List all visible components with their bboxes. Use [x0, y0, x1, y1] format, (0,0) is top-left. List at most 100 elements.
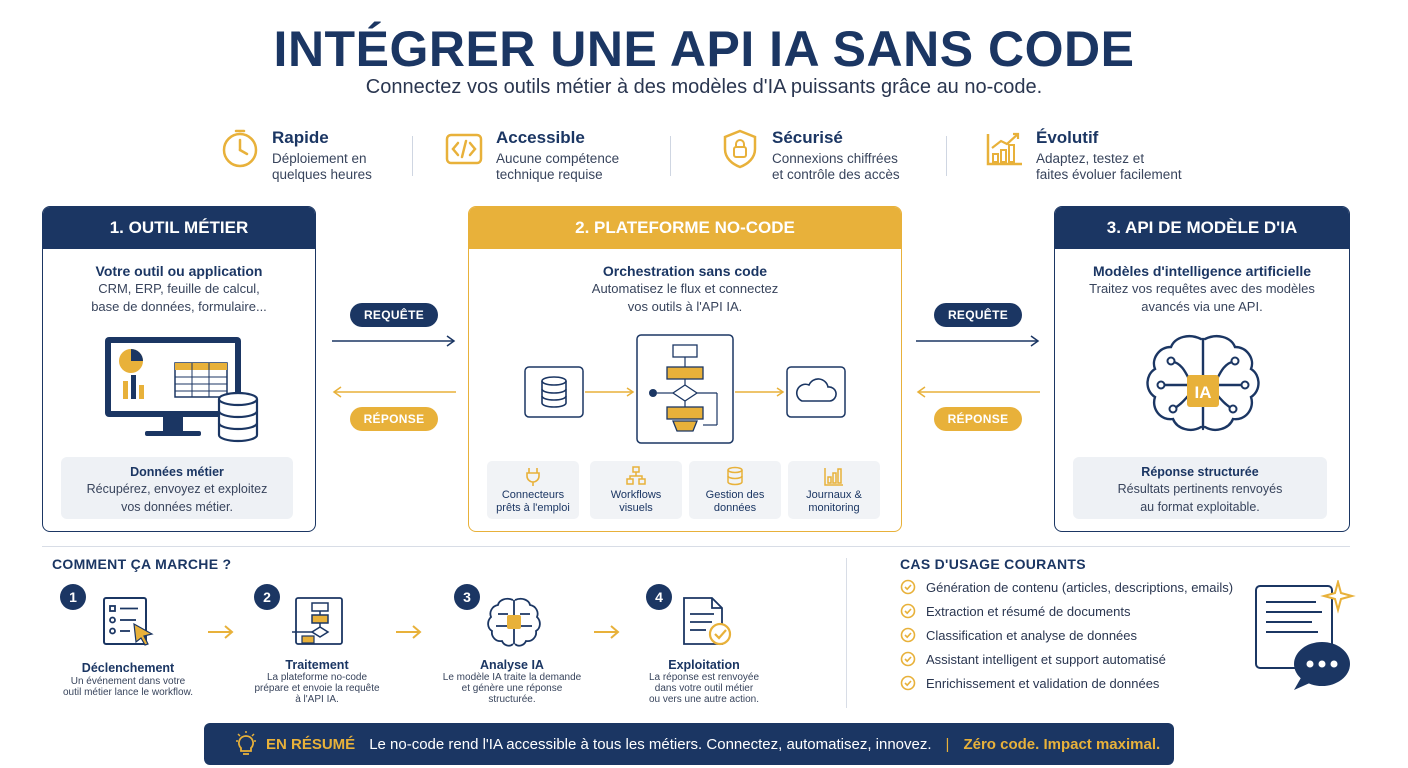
request-pill: REQUÊTE: [934, 303, 1022, 327]
panel-plateforme-no-code: 2. PLATEFORME NO-CODE Orchestration sans…: [468, 206, 902, 532]
clock-icon: [222, 129, 258, 168]
panel-desc: Traitez vos requêtes avec des modèles: [1089, 281, 1315, 296]
panel-desc: avancés via une API.: [1141, 299, 1263, 314]
tile-label: Journaux &: [806, 489, 862, 501]
feature-desc: Déploiement en: [272, 151, 367, 166]
arrow-left-icon: [916, 386, 1040, 398]
how-title: COMMENT ÇA MARCHE ?: [52, 556, 232, 572]
feature-desc: quelques heures: [272, 167, 372, 182]
tile-label: Workflows: [610, 489, 662, 501]
tile-label: données: [713, 502, 757, 514]
arrow-right-icon: [332, 335, 456, 347]
check-circle-icon: [900, 603, 916, 619]
usecase-item: Extraction et résumé de documents: [900, 603, 1131, 619]
panel-desc: vos outils à l'API IA.: [627, 299, 743, 314]
note-desc: Résultats pertinents renvoyés: [1117, 482, 1283, 496]
step-desc: Un événement dans votre: [70, 676, 186, 687]
growth-chart-icon: [986, 132, 1022, 166]
step-desc: ou vers une autre action.: [648, 694, 760, 705]
tile-workflows: Workflows visuels: [590, 461, 682, 519]
step-desc: La réponse est renvoyée: [648, 672, 760, 683]
panel-header: 3. API DE MODÈLE D'IA: [1055, 207, 1349, 249]
feature-title: Rapide: [272, 128, 329, 147]
feature-rapide: Rapide Déploiement en quelques heures: [220, 128, 372, 188]
feature-divider: [946, 136, 947, 176]
lightbulb-icon: [236, 731, 256, 755]
response-pill: RÉPONSE: [350, 407, 438, 431]
step-arrow-icon: [208, 625, 234, 639]
panel-header: 2. PLATEFORME NO-CODE: [469, 207, 901, 249]
plug-icon: [526, 468, 540, 486]
step-title: Traitement: [285, 658, 349, 672]
step-desc: outil métier lance le workflow.: [62, 687, 194, 698]
page-title: INTÉGRER UNE API IA SANS CODE: [273, 21, 1135, 77]
usecases-title: CAS D'USAGE COURANTS: [900, 556, 1086, 572]
step-title: Déclenchement: [81, 661, 175, 675]
step-number: 2: [254, 584, 280, 610]
feature-title: Évolutif: [1036, 128, 1099, 147]
step-title: Exploitation: [668, 658, 740, 672]
note-title: Réponse structurée: [1141, 465, 1259, 479]
code-icon: [445, 133, 483, 165]
check-circle-icon: [900, 579, 916, 595]
note-desc: vos données métier.: [121, 500, 233, 514]
note-donnees-metier: Données métier Récupérez, envoyez et exp…: [61, 457, 293, 519]
brain-label: IA: [1194, 383, 1212, 402]
usecase-item: Génération de contenu (articles, descrip…: [900, 579, 1233, 595]
summary-tagline: Zéro code. Impact maximal.: [963, 735, 1161, 753]
step-desc: dans votre outil métier: [654, 683, 754, 694]
panel-desc: base de données, formulaire...: [91, 299, 267, 314]
note-desc: Récupérez, envoyez et exploitez: [86, 482, 268, 496]
note-reponse-structuree: Réponse structurée Résultats pertinents …: [1073, 457, 1327, 519]
lock-shield-icon: [723, 129, 757, 169]
brain-icon: [487, 597, 541, 647]
arrow-left-icon: [332, 386, 456, 398]
note-desc: au format exploitable.: [1140, 500, 1260, 514]
panel-desc: Automatisez le flux et connectez: [591, 281, 779, 296]
feature-desc: technique requise: [496, 167, 603, 182]
feature-securise: Sécurisé Connexions chiffrées et contrôl…: [720, 128, 900, 188]
usecase-label: Assistant intelligent et support automat…: [926, 651, 1166, 667]
panel-subtitle: Orchestration sans code: [602, 263, 768, 279]
panel-header: 1. OUTIL MÉTIER: [43, 207, 315, 249]
usecase-item: Enrichissement et validation de données: [900, 675, 1159, 691]
computer-database-icon: [105, 337, 259, 443]
step-desc: structurée.: [488, 694, 536, 705]
tile-gestion-donnees: Gestion des données: [689, 461, 781, 519]
step-desc: prépare et envoie la requête: [254, 683, 380, 694]
document-check-icon: [683, 597, 732, 646]
step-number: 3: [454, 584, 480, 610]
feature-desc: et contrôle des accès: [772, 167, 900, 182]
tile-label: Connecteurs: [501, 489, 565, 501]
tile-label: visuels: [619, 502, 653, 514]
tile-connecteurs: Connecteurs prêts à l'emploi: [487, 461, 579, 519]
step-number: 1: [60, 584, 86, 610]
section-divider: [42, 546, 1350, 547]
step-desc: et génère une réponse: [461, 683, 563, 694]
summary-separator: |: [945, 735, 950, 753]
brain-circuit-icon: [1146, 335, 1260, 431]
summary-text: Le no-code rend l'IA accessible à tous l…: [369, 735, 932, 753]
step-desc: Le modèle IA traite la demande: [442, 672, 582, 683]
feature-divider: [670, 136, 671, 176]
usecase-item: Assistant intelligent et support automat…: [900, 651, 1166, 667]
usecase-label: Enrichissement et validation de données: [926, 675, 1160, 691]
feature-divider: [412, 136, 413, 176]
tile-label: monitoring: [808, 502, 860, 514]
orchestration-flow-diagram: [524, 334, 846, 444]
flowchart-icon: [292, 597, 343, 645]
panel-subtitle: Votre outil ou application: [95, 263, 263, 279]
feature-evolutif: Évolutif Adaptez, testez et faites évolu…: [984, 128, 1182, 188]
tile-journaux: Journaux & monitoring: [788, 461, 880, 519]
usecase-label: Extraction et résumé de documents: [926, 603, 1131, 619]
step-arrow-icon: [396, 625, 422, 639]
panel-desc: CRM, ERP, feuille de calcul,: [98, 281, 260, 296]
usecase-item: Classification et analyse de données: [900, 627, 1137, 643]
bar-chart-icon: [824, 468, 843, 486]
arrow-right-icon: [916, 335, 1040, 347]
feature-title: Accessible: [496, 128, 585, 147]
step-number: 4: [646, 584, 672, 610]
step-title: Analyse IA: [480, 658, 544, 672]
database-icon: [727, 466, 743, 486]
panel-subtitle: Modèles d'intelligence artificielle: [1092, 263, 1312, 279]
